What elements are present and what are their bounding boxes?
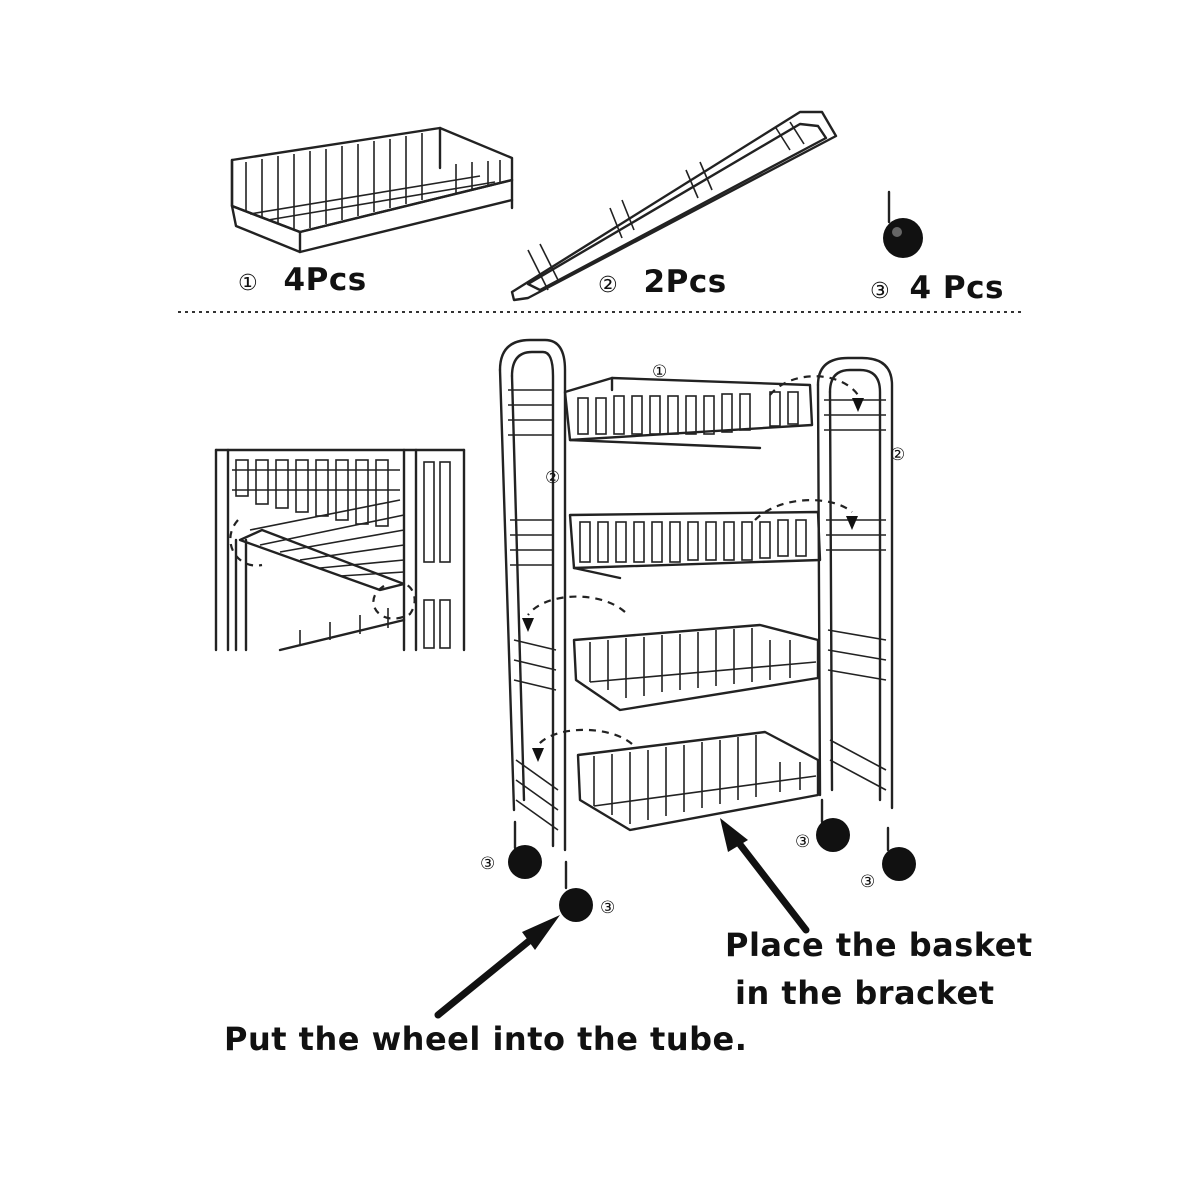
callout-part2-left: ② xyxy=(545,468,561,488)
basket-pointer-arrow xyxy=(720,818,810,934)
callout-part3-wheel-a: ③ xyxy=(480,854,496,874)
part1-marker: ① xyxy=(238,271,259,296)
caster-wheel-back-right xyxy=(816,798,850,852)
callout-part3-wheel-b: ③ xyxy=(600,898,616,918)
callout-part1-top: ① xyxy=(652,362,668,382)
part2-label: 2Pcs xyxy=(643,264,727,300)
part1-quantity: ① 4Pcs xyxy=(238,262,367,298)
bracket-detail-zoom xyxy=(214,448,466,652)
wire-basket-icon xyxy=(230,126,514,254)
basket-instruction-line1: Place the basket xyxy=(725,926,1033,964)
cart-assembly xyxy=(434,338,916,1019)
part3-quantity: ③ 4 Pcs xyxy=(870,270,1004,306)
basket-instruction-line2: in the bracket xyxy=(735,974,995,1012)
wheel-pointer-arrow xyxy=(434,915,560,1019)
part3-marker: ③ xyxy=(870,279,891,304)
caster-wheel-front-left xyxy=(508,820,542,879)
caster-wheel-icon xyxy=(883,190,923,258)
wheel-instruction: Put the wheel into the tube. xyxy=(224,1020,748,1058)
callout-part3-wheel-c: ③ xyxy=(795,832,811,852)
part1-label: 4Pcs xyxy=(283,262,367,298)
caster-wheel-front-right xyxy=(882,826,916,881)
callout-part3-wheel-d: ③ xyxy=(860,872,876,892)
caster-wheel-front-center xyxy=(559,860,593,922)
callout-part2-right: ② xyxy=(890,445,906,465)
part2-quantity: ② 2Pcs xyxy=(598,264,727,300)
part2-marker: ② xyxy=(598,273,619,298)
side-frame-icon xyxy=(510,110,838,302)
part3-label: 4 Pcs xyxy=(909,270,1004,306)
